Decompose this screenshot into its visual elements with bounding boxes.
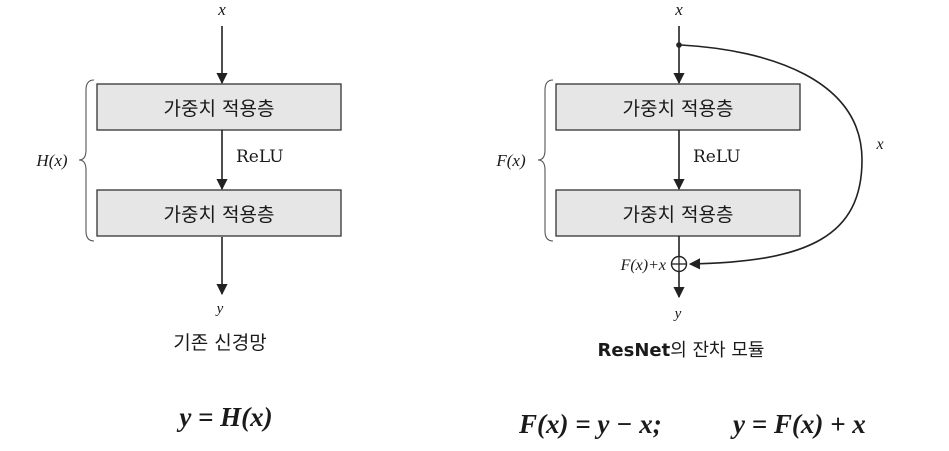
right-equation-2: y = F(x) + x xyxy=(730,409,866,439)
left-weight-layer-2 xyxy=(96,189,342,237)
right-caption-resnet: ResNet xyxy=(598,340,671,361)
right-weight-layer-2-label: 가중치 적용층 xyxy=(623,204,734,226)
right-weight-layer-1 xyxy=(555,83,801,131)
right-weight-layer-2 xyxy=(555,189,801,237)
right-relu-label: ReLU xyxy=(693,147,741,167)
skip-connection-arrow xyxy=(680,44,863,270)
left-output-y: y xyxy=(215,301,224,317)
left-weight-layer-2-label: 가중치 적용층 xyxy=(164,204,275,226)
skip-connection-label: x xyxy=(875,136,883,153)
plain-network-diagram: x 가중치 적용층 ReLU 가중치 적용층 y H(x) 기존 신경망 y =… xyxy=(35,0,342,432)
resnet-residual-module-diagram: x 가중치 적용층 ReLU 가중치 적용층 y F(x)+x x F(x) R… xyxy=(495,0,883,439)
left-caption: 기존 신경망 xyxy=(173,332,266,354)
right-weight-layer-1-label: 가중치 적용층 xyxy=(623,98,734,120)
left-input-x: x xyxy=(217,0,226,19)
left-function-label: H(x) xyxy=(35,151,67,170)
right-caption-rest: 의 잔차 모듈 xyxy=(670,340,764,361)
right-output-y: y xyxy=(673,306,682,322)
left-brace xyxy=(78,79,95,242)
left-weight-layer-1 xyxy=(96,83,342,131)
skip-branch-point xyxy=(676,42,682,48)
right-function-label: F(x) xyxy=(495,151,526,170)
sum-label: F(x)+x xyxy=(620,257,666,274)
right-caption: ResNet의 잔차 모듈 xyxy=(598,340,765,361)
right-equation-1: F(x) = y − x; xyxy=(518,409,662,439)
right-input-x: x xyxy=(674,0,683,19)
left-equation: y = H(x) xyxy=(176,402,272,432)
left-weight-layer-1-label: 가중치 적용층 xyxy=(164,98,275,120)
left-relu-label: ReLU xyxy=(236,147,284,167)
right-brace xyxy=(537,79,554,242)
